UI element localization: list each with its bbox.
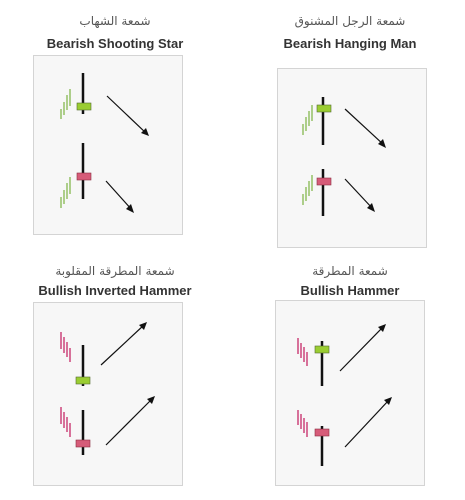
trend-lines-group	[302, 175, 313, 205]
candle-body	[314, 345, 330, 354]
candle-body	[314, 428, 330, 437]
arrow-up-icon	[344, 397, 392, 448]
diagram-svg	[302, 97, 386, 216]
diagram-svg	[297, 324, 392, 466]
pattern-illustration	[275, 300, 425, 486]
diagram-svg	[60, 73, 149, 213]
candle-body	[316, 177, 332, 186]
trend-lines-group	[302, 105, 313, 135]
candle-body	[75, 376, 91, 385]
panel-title-arabic: شمعة المطرقة	[312, 264, 388, 278]
arrow-down-icon	[344, 108, 386, 148]
panel-title-arabic: شمعة المطرقة المقلوبة	[55, 264, 175, 278]
panel-bearish-shooting-star: شمعة الشهاب Bearish Shooting Star	[0, 0, 230, 250]
arrow-up-icon	[100, 322, 147, 366]
panel-title-english: Bearish Hanging Man	[283, 36, 417, 51]
arrow-down-icon	[106, 95, 149, 136]
candle-body	[76, 102, 92, 111]
panel-bearish-hanging-man: شمعة الرجل المشنوق Bearish Hanging Man	[235, 0, 465, 250]
panel-title-english: Bullish Hammer	[300, 283, 400, 298]
pattern-illustration	[33, 55, 183, 235]
trend-lines-group	[60, 407, 71, 437]
pattern-illustration	[277, 68, 427, 248]
arrow-up-icon	[105, 396, 155, 446]
trend-lines-group	[297, 410, 308, 437]
arrow-down-icon	[105, 180, 134, 213]
trend-lines-group	[60, 89, 71, 119]
arrow-up-icon	[339, 324, 386, 372]
pattern-illustration	[33, 302, 183, 486]
panel-title-english: Bullish Inverted Hammer	[38, 283, 192, 298]
trend-lines-group	[297, 338, 308, 366]
panel-title-arabic: شمعة الرجل المشنوق	[294, 14, 406, 28]
candle-body	[76, 172, 92, 181]
arrow-down-icon	[344, 178, 375, 212]
panel-bullish-hammer: شمعة المطرقة Bullish Hammer	[235, 250, 465, 500]
trend-lines-group	[60, 177, 71, 208]
diagram-svg	[60, 322, 155, 455]
candle-body	[316, 104, 332, 113]
trend-lines-group	[60, 332, 71, 362]
panel-title-english: Bearish Shooting Star	[46, 36, 184, 51]
panel-bullish-inverted-hammer: شمعة المطرقة المقلوبة Bullish Inverted H…	[0, 250, 230, 500]
candle-body	[75, 439, 91, 448]
panel-title-arabic: شمعة الشهاب	[79, 14, 151, 28]
